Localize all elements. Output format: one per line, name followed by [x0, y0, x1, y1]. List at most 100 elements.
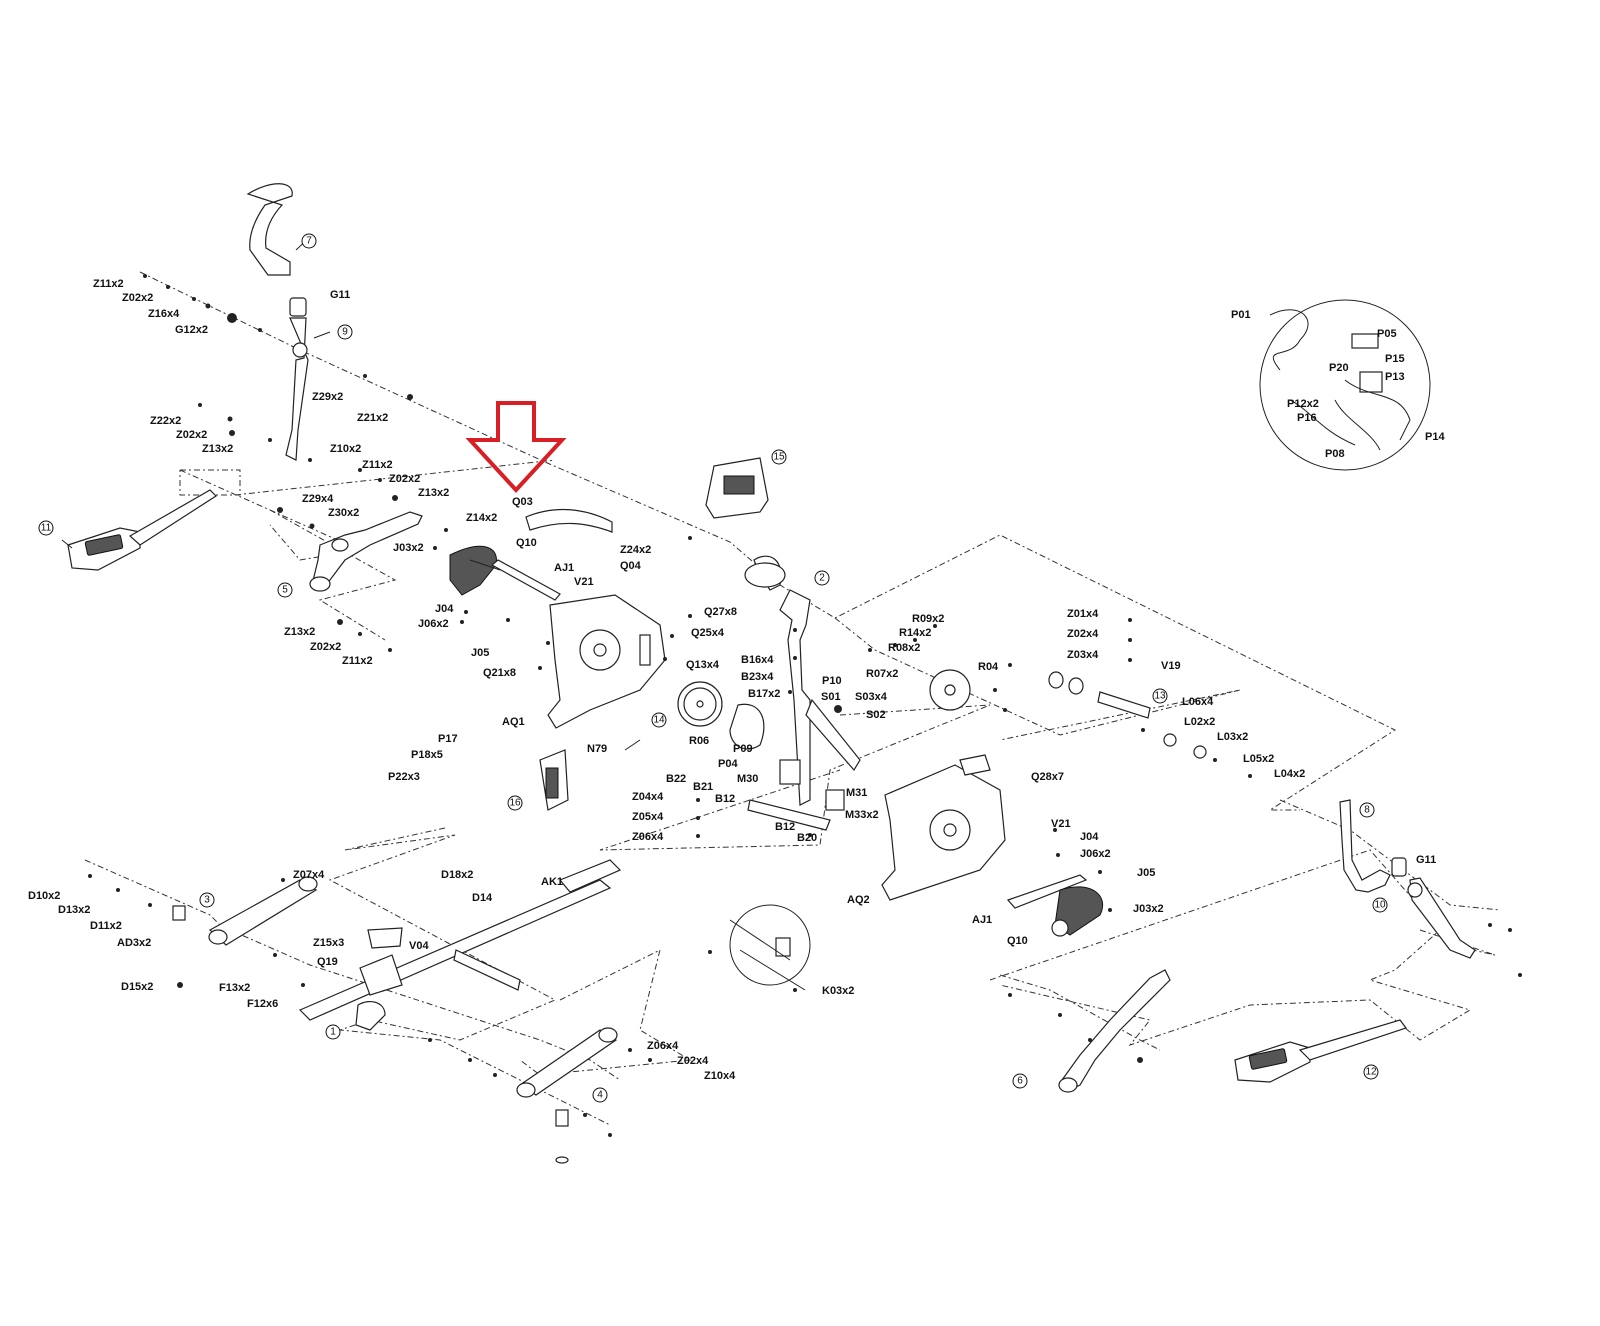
part-label-s02: S02 [866, 709, 886, 721]
part-label-q03: Q03 [512, 496, 533, 508]
part-label-b21: B21 [693, 781, 713, 793]
part-label-l02x2: L02x2 [1184, 716, 1215, 728]
svg-text:10: 10 [1374, 900, 1386, 911]
part-label-z22x2: Z22x2 [150, 415, 181, 427]
part-label-v21: V21 [574, 576, 594, 588]
svg-text:11: 11 [41, 523, 52, 534]
part-label-z02x2: Z02x2 [389, 473, 420, 485]
part-label-g11: G11 [1416, 854, 1436, 866]
part-label-g12x2: G12x2 [175, 324, 208, 336]
part-label-p14: P14 [1425, 431, 1445, 443]
part-label-p16: P16 [1297, 412, 1317, 424]
fasteners [88, 274, 1522, 1137]
part-label-j06x2: J06x2 [418, 618, 449, 630]
svg-text:4: 4 [597, 1090, 603, 1101]
callout-4: 4 [592, 1087, 608, 1103]
part-label-n79: N79 [587, 743, 607, 755]
part-label-p12x2: P12x2 [1287, 398, 1319, 410]
svg-text:6: 6 [1017, 1076, 1023, 1087]
part-label-s03x4: S03x4 [855, 691, 888, 703]
callout-6: 6 [1012, 1073, 1028, 1089]
part-label-f12x6: F12x6 [247, 998, 278, 1010]
console-and-mast [705, 457, 861, 831]
callout-11: 11 [38, 520, 54, 536]
wiring-inset [1259, 299, 1431, 471]
part-label-p08: P08 [1325, 448, 1345, 460]
part-label-p18x5: P18x5 [411, 749, 443, 761]
svg-text:1: 1 [330, 1027, 336, 1038]
svg-text:5: 5 [282, 585, 288, 596]
svg-text:2: 2 [819, 573, 825, 584]
callout-1: 1 [325, 1024, 341, 1040]
part-label-q10: Q10 [1007, 935, 1028, 947]
svg-text:8: 8 [1364, 805, 1370, 816]
part-label-z30x2: Z30x2 [328, 507, 359, 519]
part-label-z02x2: Z02x2 [176, 429, 207, 441]
part-label-s01: S01 [821, 691, 841, 703]
part-label-z16x4: Z16x4 [148, 308, 180, 320]
callout-2: 2 [814, 570, 830, 586]
part-label-z13x2: Z13x2 [418, 487, 449, 499]
part-label-m31: M31 [846, 787, 867, 799]
part-label-l04x2: L04x2 [1274, 768, 1305, 780]
part-label-b23x4: B23x4 [741, 671, 774, 683]
frame-base [298, 859, 622, 1031]
callout-16: 16 [507, 795, 523, 811]
part-label-p20: P20 [1329, 362, 1349, 374]
svg-text:12: 12 [1365, 1067, 1377, 1078]
part-label-z29x4: Z29x4 [302, 493, 334, 505]
part-label-v21: V21 [1051, 818, 1071, 830]
part-label-z06x4: Z06x4 [632, 831, 664, 843]
part-label-l03x2: L03x2 [1217, 731, 1248, 743]
part-label-z10x4: Z10x4 [704, 1070, 736, 1082]
callout-10: 10 [1372, 897, 1388, 913]
svg-text:14: 14 [653, 715, 665, 726]
part-label-p13: P13 [1385, 371, 1405, 383]
right-side-cover [881, 754, 1006, 901]
callout-12: 12 [1363, 1064, 1379, 1080]
part-label-p01: P01 [1231, 309, 1251, 321]
part-label-z14x2: Z14x2 [466, 512, 497, 524]
part-label-q25x4: Q25x4 [691, 627, 725, 639]
part-label-b17x2: B17x2 [748, 688, 780, 700]
part-label-r09x2: R09x2 [912, 613, 944, 625]
part-label-j05: J05 [1137, 867, 1155, 879]
part-label-j03x2: J03x2 [1133, 903, 1164, 915]
svg-text:3: 3 [204, 895, 210, 906]
part-label-k03x2: K03x2 [822, 985, 854, 997]
part-label-aj1: AJ1 [554, 562, 574, 574]
right-pedal-assembly [1234, 1019, 1407, 1083]
part-label-z13x2: Z13x2 [202, 443, 233, 455]
part-label-d18x2: D18x2 [441, 869, 473, 881]
front-stabilizer [172, 876, 318, 946]
part-label-q28x7: Q28x7 [1031, 771, 1064, 783]
part-label-z24x2: Z24x2 [620, 544, 651, 556]
inset-detail-k03 [729, 904, 811, 991]
part-label-j04: J04 [1080, 831, 1099, 843]
part-label-r14x2: R14x2 [899, 627, 931, 639]
part-label-j03x2: J03x2 [393, 542, 424, 554]
part-label-ad3x2: AD3x2 [117, 937, 151, 949]
part-label-m33x2: M33x2 [845, 809, 879, 821]
part-label-l05x2: L05x2 [1243, 753, 1274, 765]
part-label-z02x2: Z02x2 [122, 292, 153, 304]
part-label-z07x4: Z07x4 [293, 869, 325, 881]
callout-3: 3 [199, 892, 215, 908]
svg-text:13: 13 [1154, 691, 1166, 702]
part-label-z11x2: Z11x2 [342, 655, 373, 667]
callout-13: 13 [1152, 688, 1168, 704]
part-label-d11x2: D11x2 [90, 920, 122, 932]
callout-7: 7 [301, 233, 317, 249]
part-label-m30: M30 [737, 773, 758, 785]
part-label-p09: P09 [733, 743, 753, 755]
part-label-v19: V19 [1161, 660, 1181, 672]
drive-parts [929, 669, 1207, 759]
part-label-b12: B12 [775, 821, 795, 833]
part-label-z04x4: Z04x4 [632, 791, 664, 803]
part-label-z05x4: Z05x4 [632, 811, 664, 823]
svg-text:16: 16 [509, 798, 521, 809]
part-label-p17: P17 [438, 733, 458, 745]
part-label-z02x4: Z02x4 [677, 1055, 709, 1067]
part-label-j04: J04 [435, 603, 454, 615]
part-label-q21x8: Q21x8 [483, 667, 516, 679]
